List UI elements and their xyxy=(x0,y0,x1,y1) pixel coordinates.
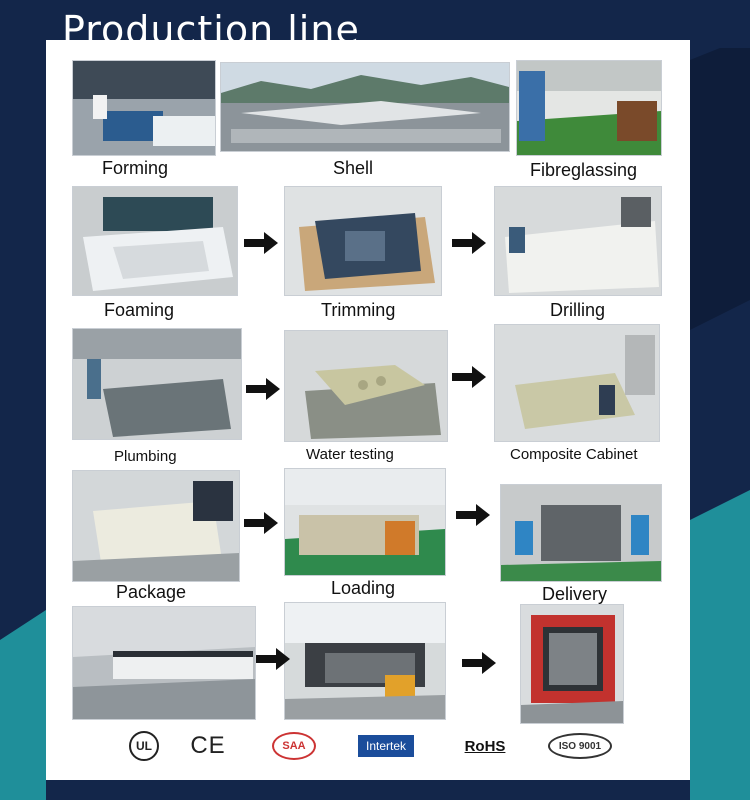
arrow-right-icon xyxy=(452,366,486,388)
photo-foaming xyxy=(72,186,238,296)
step-label-package: Package xyxy=(116,582,187,602)
iso9001-mark: ISO 9001 xyxy=(548,733,612,759)
step-label-forming: Forming xyxy=(102,158,169,178)
arrow-right-icon xyxy=(452,232,486,254)
photo-container-delivery xyxy=(520,604,624,724)
ce-mark: CE xyxy=(190,732,226,759)
arrow-right-icon xyxy=(244,232,278,254)
step-label-composite-cabinet: Composite Cabinet xyxy=(510,446,638,463)
step-label-shell: Shell xyxy=(333,158,374,178)
rohs-mark: RoHS xyxy=(464,737,506,755)
photo-package xyxy=(72,470,240,582)
photo-cabinet-assembly xyxy=(500,484,662,582)
photo-drilling xyxy=(494,186,662,296)
step-label-fibreglassing: Fibreglassing xyxy=(530,160,638,180)
bottom-frame xyxy=(0,780,750,800)
photo-water-testing xyxy=(284,330,448,442)
intertek-logo: Intertek xyxy=(358,732,414,760)
photo-composite-cabinet xyxy=(494,324,660,442)
photo-trimming xyxy=(284,186,442,296)
photo-display-hall xyxy=(516,60,662,156)
ce-logo: CE xyxy=(188,732,228,760)
arrow-right-icon xyxy=(456,504,490,526)
saa-mark: SAA xyxy=(272,732,316,760)
arrow-right-icon xyxy=(246,378,280,400)
arrow-right-icon xyxy=(462,652,496,674)
saa-logo: SAA xyxy=(272,732,316,760)
step-label-drilling: Drilling xyxy=(550,300,606,320)
step-label-water-testing: Water testing xyxy=(306,446,394,463)
photo-loading-line xyxy=(284,468,446,576)
intertek-mark: Intertek xyxy=(358,735,414,757)
ul-mark: UL xyxy=(129,731,159,761)
arrow-right-icon xyxy=(256,648,290,670)
certification-bar: UL CE SAA Intertek RoHS ISO 9001 xyxy=(76,724,660,770)
step-label-delivery: Delivery xyxy=(542,584,608,604)
rohs-logo: RoHS xyxy=(458,732,512,760)
ul-logo: UL xyxy=(128,731,160,761)
photo-factory-aerial xyxy=(220,62,510,152)
step-label-plumbing: Plumbing xyxy=(114,448,177,465)
photo-plumbing xyxy=(72,328,242,440)
photo-warehouse xyxy=(72,606,256,720)
arrow-right-icon xyxy=(244,512,278,534)
step-label-trimming: Trimming xyxy=(321,300,396,320)
step-label-loading: Loading xyxy=(331,578,396,598)
iso9001-logo: ISO 9001 xyxy=(548,732,612,760)
photo-showroom xyxy=(72,60,216,156)
photo-truck-loading xyxy=(284,602,446,720)
step-label-foaming: Foaming xyxy=(104,300,175,320)
